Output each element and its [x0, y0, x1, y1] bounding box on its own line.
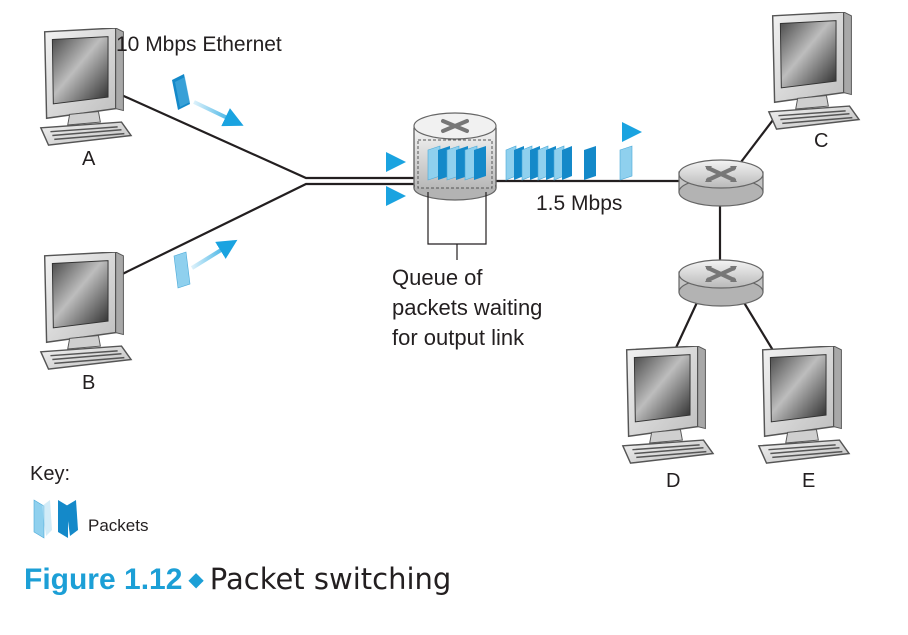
key-title: Key:	[30, 463, 71, 485]
router-lower-icon	[678, 258, 764, 308]
figure-caption: Figure 1.12◆Packet switching	[24, 562, 451, 597]
link-a	[105, 86, 418, 180]
motion-arrows	[190, 100, 642, 270]
computer-b-icon	[40, 252, 132, 370]
host-e-label: E	[802, 470, 816, 492]
link-d	[673, 295, 701, 353]
output-packets	[505, 145, 633, 181]
key-packets-icon	[33, 499, 78, 539]
queued-packets	[427, 145, 486, 181]
arrow-a-icon	[193, 100, 244, 127]
figure-number: Figure 1.12	[24, 563, 183, 596]
link-c	[737, 115, 777, 167]
computer-e-icon	[758, 346, 850, 464]
host-d-label: D	[666, 470, 681, 492]
link-e	[739, 295, 775, 353]
link-b	[105, 182, 418, 283]
host-c-label: C	[814, 130, 829, 152]
arrow-b-icon	[190, 239, 238, 270]
computer-d-icon	[622, 346, 714, 464]
links	[105, 86, 777, 353]
caption-diamond-icon: ◆	[188, 569, 204, 591]
key-packets-label: Packets	[88, 516, 149, 535]
queue-note: Queue of packets waiting for output link	[392, 265, 543, 350]
router-right-icon	[678, 158, 764, 208]
host-a-label: A	[82, 148, 96, 170]
ethernet-label: 10 Mbps Ethernet	[116, 33, 282, 56]
host-b-label: B	[82, 372, 96, 394]
packet-from-a	[172, 74, 190, 110]
computer-c-icon	[768, 12, 860, 130]
figure-title: Packet switching	[209, 562, 452, 596]
packet-from-b	[173, 251, 191, 289]
output-link-rate-label: 1.5 Mbps	[536, 192, 623, 215]
